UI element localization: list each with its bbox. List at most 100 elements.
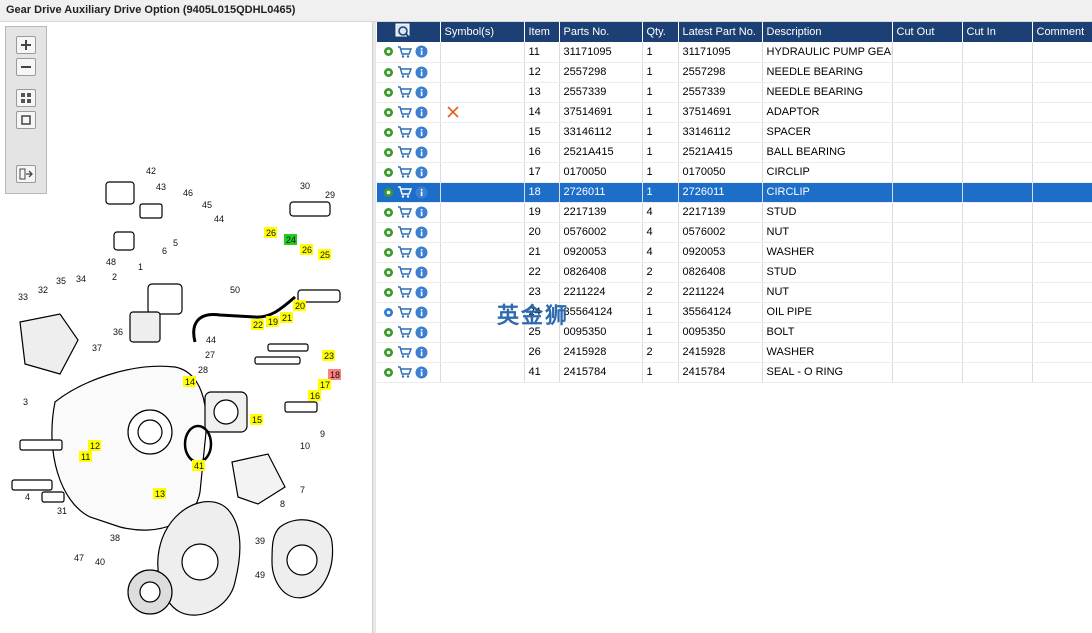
info-icon[interactable] [415, 226, 428, 239]
column-header-description[interactable]: Description [762, 22, 893, 42]
svg-text:47: 47 [74, 553, 84, 563]
info-icon[interactable] [415, 86, 428, 99]
column-header-qty[interactable]: Qty. [642, 22, 679, 42]
exploded-diagram[interactable]: 42 43 46 45 44 30 29 48 26 24 26 25 6 5 … [0, 22, 372, 633]
gear-icon[interactable] [383, 307, 394, 318]
gear-icon[interactable] [383, 107, 394, 118]
column-header-cut-in[interactable]: Cut In [962, 22, 1033, 42]
gear-icon[interactable] [383, 147, 394, 158]
column-header-comment[interactable]: Comment [1032, 22, 1092, 42]
gasket-33 [19, 313, 79, 375]
gear-icon[interactable] [383, 167, 394, 178]
column-header-cut-out[interactable]: Cut Out [892, 22, 963, 42]
cell-latest-part-no: 37514691 [678, 102, 763, 123]
info-icon[interactable] [415, 106, 428, 119]
cart-icon[interactable] [397, 126, 412, 138]
cart-icon[interactable] [397, 166, 412, 178]
actual-size-button[interactable] [16, 111, 36, 129]
gear-icon[interactable] [383, 127, 394, 138]
cell-item: 23 [524, 282, 560, 303]
cart-icon[interactable] [397, 106, 412, 118]
zoom-in-button[interactable] [16, 36, 36, 54]
cell-symbol [440, 282, 525, 303]
gear-icon[interactable] [383, 67, 394, 78]
cart-icon[interactable] [397, 186, 412, 198]
gear-icon[interactable] [383, 287, 394, 298]
cart-icon[interactable] [397, 326, 412, 338]
info-icon[interactable] [415, 126, 428, 139]
cell-comment [1032, 162, 1092, 183]
cell-latest-part-no: 0170050 [678, 162, 763, 183]
cell-latest-part-no: 2726011 [678, 182, 763, 203]
info-icon[interactable] [415, 346, 428, 359]
gear-icon[interactable] [383, 327, 394, 338]
diagram-pane[interactable]: 42 43 46 45 44 30 29 48 26 24 26 25 6 5 … [0, 22, 372, 633]
cart-icon[interactable] [397, 346, 412, 358]
info-icon[interactable] [415, 166, 428, 179]
info-icon[interactable] [415, 266, 428, 279]
gear-icon[interactable] [383, 247, 394, 258]
gear-icon[interactable] [383, 46, 394, 57]
gear-icon[interactable] [383, 207, 394, 218]
gear-icon[interactable] [383, 267, 394, 278]
cart-icon[interactable] [397, 286, 412, 298]
info-icon[interactable] [415, 246, 428, 259]
cell-symbol [440, 262, 525, 283]
cart-icon[interactable] [397, 246, 412, 258]
cart-icon[interactable] [397, 66, 412, 78]
cart-icon[interactable] [397, 366, 412, 378]
cart-icon[interactable] [397, 306, 412, 318]
cart-icon[interactable] [397, 46, 412, 58]
info-icon[interactable] [415, 66, 428, 79]
fit-page-button[interactable] [16, 89, 36, 107]
gear-icon[interactable] [383, 187, 394, 198]
info-icon[interactable] [415, 366, 428, 379]
cell-qty: 4 [642, 242, 679, 263]
info-icon[interactable] [415, 45, 428, 58]
info-icon[interactable] [415, 146, 428, 159]
cell-qty: 1 [642, 142, 679, 163]
column-header-parts-no[interactable]: Parts No. [559, 22, 643, 42]
gear-icon[interactable] [383, 227, 394, 238]
svg-text:25: 25 [320, 250, 330, 260]
row-actions [377, 42, 441, 63]
info-icon[interactable] [415, 186, 428, 199]
cart-icon[interactable] [397, 146, 412, 158]
column-header-latest-part-no[interactable]: Latest Part No. [678, 22, 763, 42]
pane-splitter[interactable] [372, 22, 376, 633]
cell-cut-in [962, 62, 1033, 83]
export-button[interactable] [16, 165, 36, 183]
info-icon[interactable] [415, 326, 428, 339]
cart-icon[interactable] [397, 86, 412, 98]
info-icon[interactable] [415, 206, 428, 219]
column-header-symbols[interactable]: Symbol(s) [440, 22, 525, 42]
column-header-item[interactable]: Item [524, 22, 560, 42]
info-icon[interactable] [415, 306, 428, 319]
column-header-actions[interactable] [377, 22, 441, 42]
zoom-out-button[interactable] [16, 58, 36, 76]
cart-icon[interactable] [397, 226, 412, 238]
info-icon[interactable] [415, 286, 428, 299]
gear-icon[interactable] [383, 347, 394, 358]
gear-icon[interactable] [383, 367, 394, 378]
cart-icon[interactable] [397, 206, 412, 218]
gear-icon[interactable] [383, 87, 394, 98]
cart-icon[interactable] [397, 266, 412, 278]
